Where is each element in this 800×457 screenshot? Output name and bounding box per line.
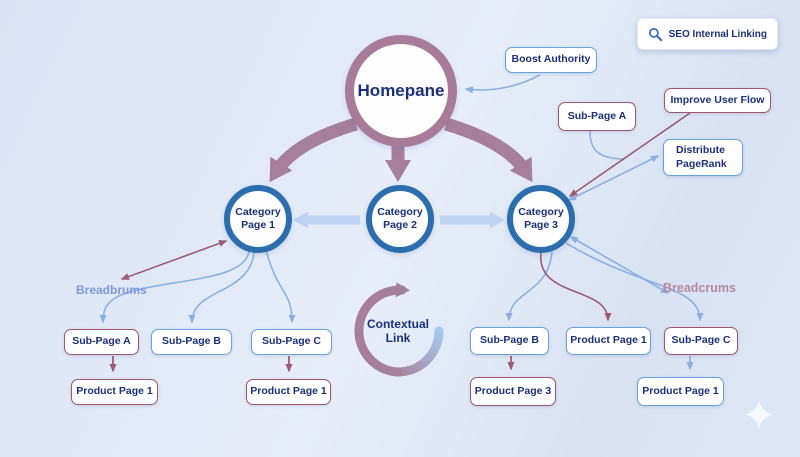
contextual-link-arc-blue <box>393 326 444 377</box>
left-sub-page-b-box: Sub-Page B <box>151 329 232 355</box>
category-page-1-label: Category Page 1 <box>235 206 281 231</box>
boost-authority-box: Boost Authority <box>505 47 597 73</box>
line-category-1-to-sub-page-a <box>99 250 250 324</box>
category-page-2-node: Category Page 2 <box>366 185 434 253</box>
category-page-1-node: Category Page 1 <box>224 185 292 253</box>
arrow-breadcrumbs-right <box>569 236 670 294</box>
line-category-3-to-product-page-1 <box>540 252 612 322</box>
breadcrumbs-label-left: Breadbrums <box>76 283 147 297</box>
search-icon <box>648 27 662 41</box>
homepage-node: Homepane <box>345 35 457 147</box>
sub-page-a-callout-box: Sub-Page A <box>558 102 636 131</box>
left-product-page-1-box-c: Product Page 1 <box>246 379 331 405</box>
line-category-3-to-distribute-pagerank <box>567 155 660 201</box>
right-sub-page-b-box: Sub-Page B <box>470 327 549 355</box>
left-sub-page-c-box: Sub-Page C <box>251 329 332 355</box>
contextual-link-label: Contextual Link <box>366 317 429 346</box>
sparkle-icon <box>745 399 773 430</box>
line-improve-user-flow-to-category-3 <box>568 112 691 197</box>
line-category-3-to-sub-page-b <box>505 251 553 322</box>
category-page-3-node: Category Page 3 <box>507 185 575 253</box>
right-product-page-3-box: Product Page 3 <box>470 377 556 406</box>
category-page-3-label: Category Page 3 <box>518 206 564 231</box>
line-category-3-to-sub-page-c <box>565 242 704 322</box>
distribute-pagerank-box: Distribute PageRank <box>663 139 743 176</box>
right-sub-page-c-box: Sub-Page C <box>664 327 738 355</box>
homepage-label: Homepane <box>357 81 445 100</box>
right-product-page-1-box-mid: Product Page 1 <box>566 327 651 355</box>
left-sub-page-a-box: Sub-Page A <box>64 329 139 355</box>
line-sub-page-a-callout <box>589 130 623 160</box>
line-boost-authority-to-homepage <box>464 74 541 94</box>
category-page-2-label: Category Page 2 <box>377 206 423 231</box>
improve-user-flow-box: Improve User Flow <box>664 88 771 113</box>
arrow-homepage-to-category-3 <box>444 117 533 183</box>
seo-internal-linking-badge: SEO Internal Linking <box>636 18 778 50</box>
breadcrumbs-label-right: Breadcrums <box>663 281 736 295</box>
line-category-1-to-sub-page-c <box>265 249 296 324</box>
badge-label: SEO Internal Linking <box>668 28 767 40</box>
left-product-page-1-box-a: Product Page 1 <box>71 379 158 405</box>
arrow-homepage-to-category-1 <box>269 117 358 183</box>
arrow-breadcrumbs-left <box>120 240 228 280</box>
contextual-link-arc-mauve <box>354 282 410 377</box>
right-product-page-1-box-bottom: Product Page 1 <box>637 377 724 406</box>
line-category-1-to-sub-page-b <box>188 251 255 324</box>
